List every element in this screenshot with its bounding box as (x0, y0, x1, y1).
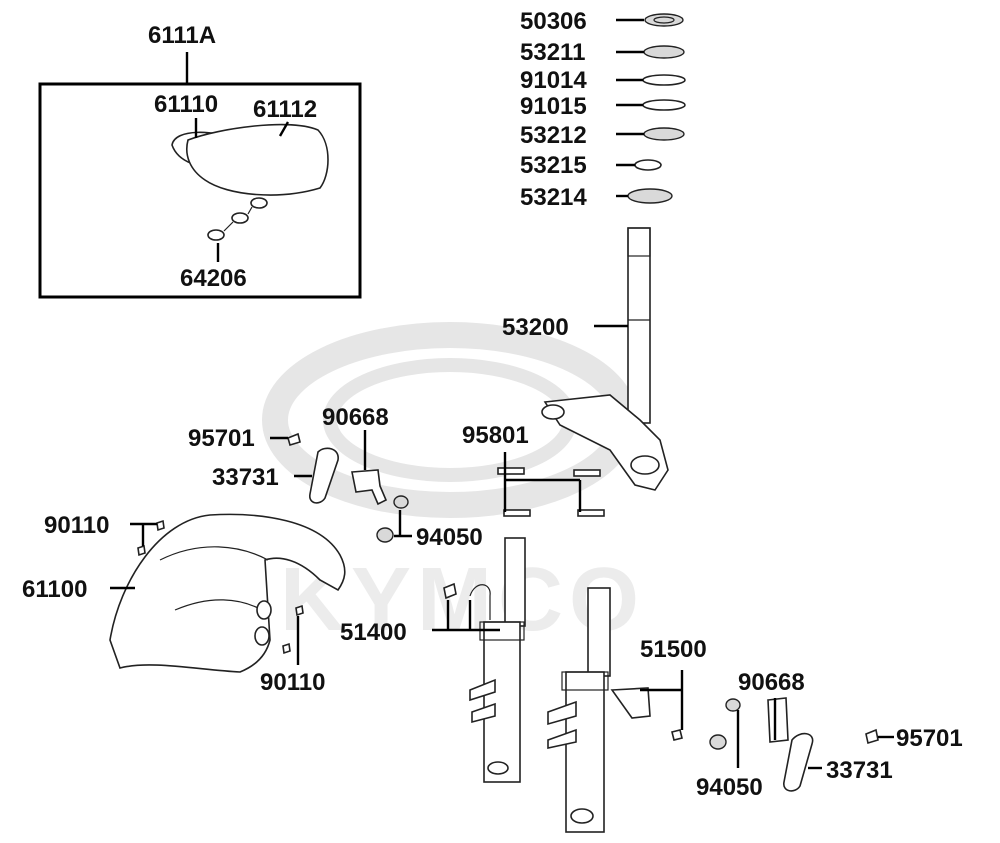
label-61110: 61110 (154, 91, 218, 118)
label-95701-right: 95701 (896, 725, 963, 752)
bolt-95801-c (503, 509, 531, 517)
fork-slider-left (483, 621, 521, 783)
screw-95701-left (287, 432, 301, 446)
label-90668-right: 90668 (738, 669, 805, 696)
label-51400: 51400 (340, 619, 407, 646)
fork-slider-right (565, 671, 605, 833)
reflector-33731-left (309, 447, 339, 504)
label-53214: 53214 (520, 184, 587, 211)
bracket-90668-right (767, 697, 789, 743)
label-90110-top: 90110 (44, 512, 109, 539)
label-50306: 50306 (520, 8, 587, 35)
screw-90110-bottom-a (295, 604, 304, 617)
nut-94050-a (393, 495, 409, 509)
emblem-cover-61112 (186, 123, 329, 196)
label-53200: 53200 (502, 314, 569, 341)
label-94050-bottom: 94050 (696, 774, 763, 801)
label-51500: 51500 (640, 636, 707, 663)
screw-90110-top-b (137, 544, 146, 557)
label-53215: 53215 (520, 152, 587, 179)
label-91014: 91014 (520, 67, 587, 94)
label-94050-top: 94050 (416, 524, 483, 551)
label-33731-right: 33731 (826, 757, 893, 784)
label-95701-left: 95701 (188, 425, 255, 452)
nut-53211 (643, 45, 685, 59)
nut-94050-d (709, 734, 727, 750)
steering-stem-53200 (541, 227, 669, 491)
label-61112: 61112 (253, 96, 317, 123)
seal-53215 (634, 159, 662, 171)
nuts-94050-top (376, 495, 412, 543)
clamp-eye-right (630, 455, 660, 475)
label-53211: 53211 (520, 39, 585, 66)
nut-94050-b (376, 527, 394, 543)
fork-inner-tube-right (587, 587, 611, 677)
clamp-eye-left (541, 404, 565, 420)
label-95801: 95801 (462, 422, 529, 449)
ball-race-91014 (642, 74, 686, 86)
washer-64206-c (250, 197, 268, 209)
bearing-stack (616, 13, 686, 204)
reflector-left-group (270, 430, 388, 506)
screw-90110-bottom-b (282, 642, 291, 655)
fork-leg-51500 (547, 587, 684, 833)
reflector-right-group (709, 697, 894, 792)
cone-race-53212 (643, 127, 685, 141)
nut-94050-c (725, 698, 741, 712)
bolt-95801-a (497, 467, 525, 475)
screw-95701-right (865, 728, 879, 745)
washer-64206-a (207, 229, 225, 241)
kymco-watermark: KYMCO (262, 322, 639, 650)
fender-body (109, 513, 346, 673)
bolts-95801 (497, 452, 605, 517)
label-61100: 61100 (22, 576, 87, 603)
label-91015: 91015 (520, 93, 587, 120)
screw-51400 (443, 582, 457, 600)
label-33731-left: 33731 (212, 464, 279, 491)
nut-50306 (644, 13, 684, 27)
washer-64206-b (231, 212, 249, 224)
screw-51500 (671, 729, 683, 741)
bracket-90668-left (351, 469, 388, 506)
fork-inner-tube-left (504, 537, 526, 627)
label-53212: 53212 (520, 122, 587, 149)
brake-bracket-51500 (610, 687, 651, 719)
reflector-33731-right (783, 732, 814, 792)
cone-race-53214 (627, 188, 673, 204)
bolt-95801-d (577, 509, 605, 517)
label-90110-bottom: 90110 (260, 669, 325, 696)
ball-race-91015 (642, 99, 686, 111)
fork-leg-51400 (432, 537, 526, 783)
label-64206: 64206 (180, 265, 247, 292)
stem-tube (627, 227, 651, 424)
label-6111a: 6111A (148, 22, 216, 49)
part-labels: 6111A 61110 61112 64206 50306 53211 9101… (22, 8, 963, 801)
bolt-95801-b (573, 469, 601, 477)
front-fender-61100 (109, 513, 346, 673)
label-90668-left: 90668 (322, 404, 389, 431)
screw-90110-top-a (156, 519, 165, 532)
kit-6111a-group (38, 52, 362, 299)
kit-frame (38, 82, 362, 299)
